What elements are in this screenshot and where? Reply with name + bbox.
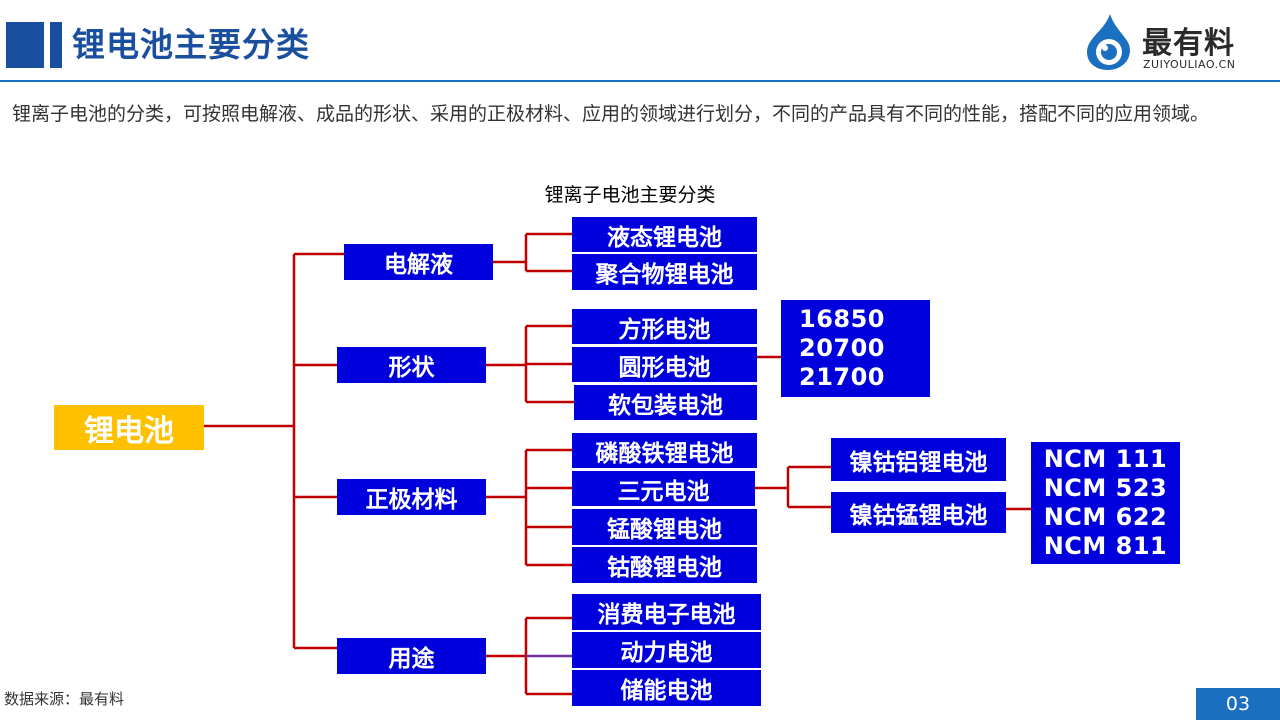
logo-droplet-icon (1087, 14, 1130, 70)
leaf-pouch-battery: 软包装电池 (574, 385, 757, 420)
branch-application: 用途 (337, 638, 486, 674)
leaf-ncm-battery: 镍钴锰锂电池 (831, 492, 1006, 533)
cylinder-size-16850: 16850 (799, 305, 885, 333)
leaf-cylindrical-battery: 圆形电池 (572, 347, 757, 382)
ncm-grades-box: NCM 111 NCM 523 NCM 622 NCM 811 (1031, 442, 1180, 564)
leaf-ternary-battery: 三元电池 (572, 471, 755, 506)
logo-domain: ZUIYOULIAO.CN (1143, 58, 1236, 71)
header-divider (0, 80, 1280, 82)
title-accent-stripe (50, 22, 62, 68)
leaf-liquid-battery: 液态锂电池 (572, 217, 757, 252)
ncm-grade-811: NCM 811 (1043, 532, 1168, 560)
cylinder-sizes-box: 16850 20700 21700 (781, 300, 930, 397)
root-node: 锂电池 (54, 405, 204, 450)
ncm-grade-111: NCM 111 (1043, 445, 1168, 473)
data-source-note: 数据来源：最有料 (4, 690, 125, 708)
leaf-consumer-battery: 消费电子电池 (572, 594, 761, 630)
leaf-polymer-battery: 聚合物锂电池 (572, 254, 757, 290)
leaf-lco-battery: 钴酸锂电池 (572, 547, 757, 583)
cylinder-size-20700: 20700 (799, 334, 885, 362)
title-accent-block (6, 22, 44, 68)
intro-paragraph: 锂离子电池的分类，可按照电解液、成品的形状、采用的正极材料、应用的领域进行划分，… (12, 103, 1210, 125)
branch-shape: 形状 (337, 347, 486, 383)
page-title: 锂电池主要分类 (72, 25, 310, 64)
branch-electrolyte: 电解液 (344, 244, 493, 280)
leaf-storage-battery: 储能电池 (572, 670, 761, 706)
ncm-grade-523: NCM 523 (1043, 474, 1168, 502)
leaf-lfp-battery: 磷酸铁锂电池 (572, 433, 757, 468)
diagram-title: 锂离子电池主要分类 (544, 184, 716, 206)
page-number: 03 (1196, 688, 1280, 720)
branch-cathode: 正极材料 (337, 479, 486, 515)
leaf-lmo-battery: 锰酸锂电池 (572, 509, 757, 545)
logo-wordmark: 最有料 (1142, 26, 1235, 61)
leaf-power-battery: 动力电池 (572, 632, 761, 668)
cylinder-size-21700: 21700 (799, 363, 885, 391)
leaf-nca-battery: 镍钴铝锂电池 (831, 438, 1006, 481)
leaf-prismatic-battery: 方形电池 (572, 309, 757, 344)
ncm-grade-622: NCM 622 (1043, 503, 1168, 531)
